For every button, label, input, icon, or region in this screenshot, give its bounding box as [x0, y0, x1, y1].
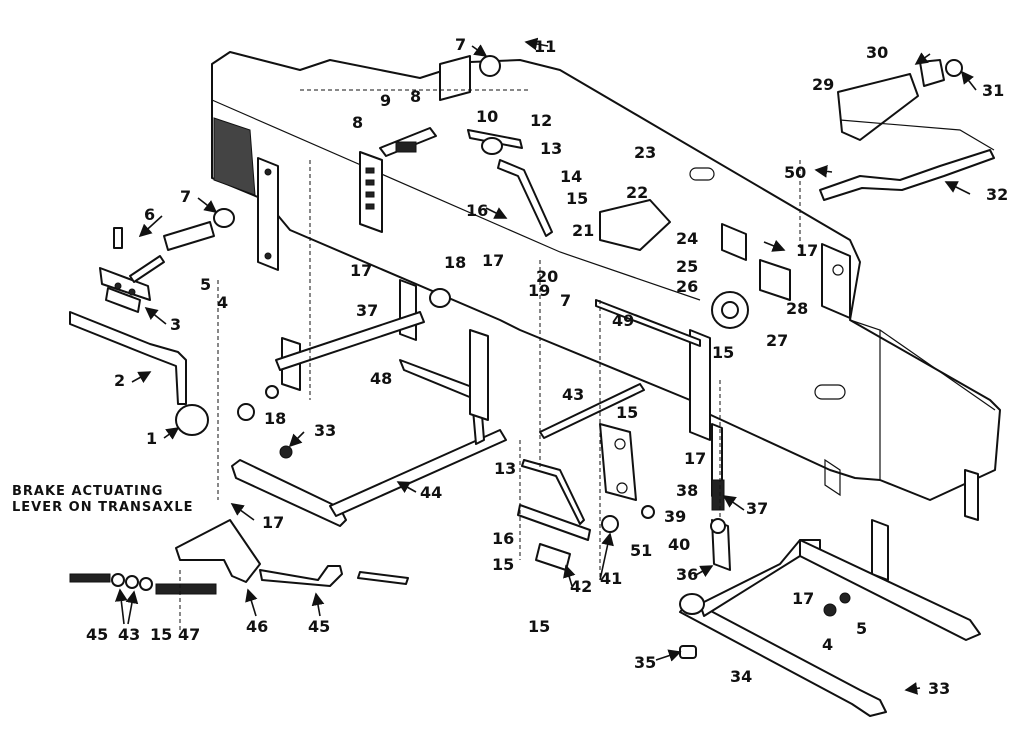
callout: 47	[178, 625, 200, 644]
callout: 16	[466, 201, 488, 220]
callout: 33	[314, 421, 336, 440]
callout: 43	[118, 625, 140, 644]
callout: 15	[616, 403, 638, 422]
callout: 40	[668, 535, 690, 554]
callout: 17	[792, 589, 814, 608]
callout: 17	[482, 251, 504, 270]
callout: 22	[626, 183, 648, 202]
callout: 3	[170, 315, 181, 334]
callout: 11	[534, 37, 556, 56]
callout: 4	[822, 635, 833, 654]
callout: 44	[420, 483, 442, 502]
callout: 27	[766, 331, 788, 350]
main-frame	[211, 51, 1001, 581]
callout: 13	[494, 459, 516, 478]
callout: 39	[664, 507, 686, 526]
callout: 37	[746, 499, 768, 518]
callout: 5	[856, 619, 867, 638]
callout: 29	[812, 75, 834, 94]
callout: 14	[560, 167, 582, 186]
callout: 7	[560, 291, 571, 310]
callout: 35	[634, 653, 656, 672]
callout: 26	[676, 277, 698, 296]
callout: 45	[308, 617, 330, 636]
callout: 7	[455, 35, 466, 54]
lift-shaft-assembly	[231, 279, 645, 527]
callout: 50	[784, 163, 806, 182]
callout: 17	[262, 513, 284, 532]
callout: 6	[144, 205, 155, 224]
brake-pedal-assembly	[69, 208, 235, 436]
callout: 2	[114, 371, 125, 390]
callout: 41	[600, 569, 622, 588]
callout: 33	[928, 679, 950, 698]
control-linkage	[69, 55, 995, 595]
callout: 21	[572, 221, 594, 240]
callout: 42	[570, 577, 592, 596]
callout: 10	[476, 107, 498, 126]
caption-line-1: BRAKE ACTUATING	[12, 484, 163, 499]
callout: 15	[150, 625, 172, 644]
caption-line-2: LEVER ON TRANSAXLE	[12, 500, 194, 515]
callout: 34	[730, 667, 752, 686]
leader-arrows	[114, 37, 977, 695]
callout: 18	[444, 253, 466, 272]
callout: 46	[246, 617, 268, 636]
callout: 24	[676, 229, 698, 248]
callout: 23	[634, 143, 656, 162]
callout: 5	[200, 275, 211, 294]
callout: 9	[380, 91, 391, 110]
callout: 32	[986, 185, 1008, 204]
callout: 37	[356, 301, 378, 320]
callout: 20	[536, 267, 558, 286]
callout: 31	[982, 81, 1004, 100]
callout: 28	[786, 299, 808, 318]
callout: 17	[350, 261, 372, 280]
callout: 15	[492, 555, 514, 574]
callout: 16	[492, 529, 514, 548]
callout: 45	[86, 625, 108, 644]
callout: 15	[566, 189, 588, 208]
callout: 48	[370, 369, 392, 388]
callouts: 1 2 3 4 4 5 5 6 7 7 7 8 8 9 10 11 12 13 …	[86, 35, 1008, 698]
callout: 43	[562, 385, 584, 404]
callout: 49	[612, 311, 634, 330]
callout: 4	[217, 293, 228, 312]
callout: 1	[146, 429, 157, 448]
callout: 8	[410, 87, 421, 106]
callout: 7	[180, 187, 191, 206]
callout: 17	[684, 449, 706, 468]
callout: 15	[712, 343, 734, 362]
callout: 17	[796, 241, 818, 260]
callout: 8	[352, 113, 363, 132]
callout: 38	[676, 481, 698, 500]
assembly-lines	[179, 89, 801, 630]
front-axle-assembly	[679, 539, 981, 717]
callout: 25	[676, 257, 698, 276]
callout: 30	[866, 43, 888, 62]
callout: 18	[264, 409, 286, 428]
callout: 13	[540, 139, 562, 158]
caption: BRAKE ACTUATING LEVER ON TRANSAXLE	[12, 484, 194, 515]
callout: 15	[528, 617, 550, 636]
callout: 36	[676, 565, 698, 584]
callout: 51	[630, 541, 652, 560]
callout: 19	[528, 281, 550, 300]
callout: 12	[530, 111, 552, 130]
